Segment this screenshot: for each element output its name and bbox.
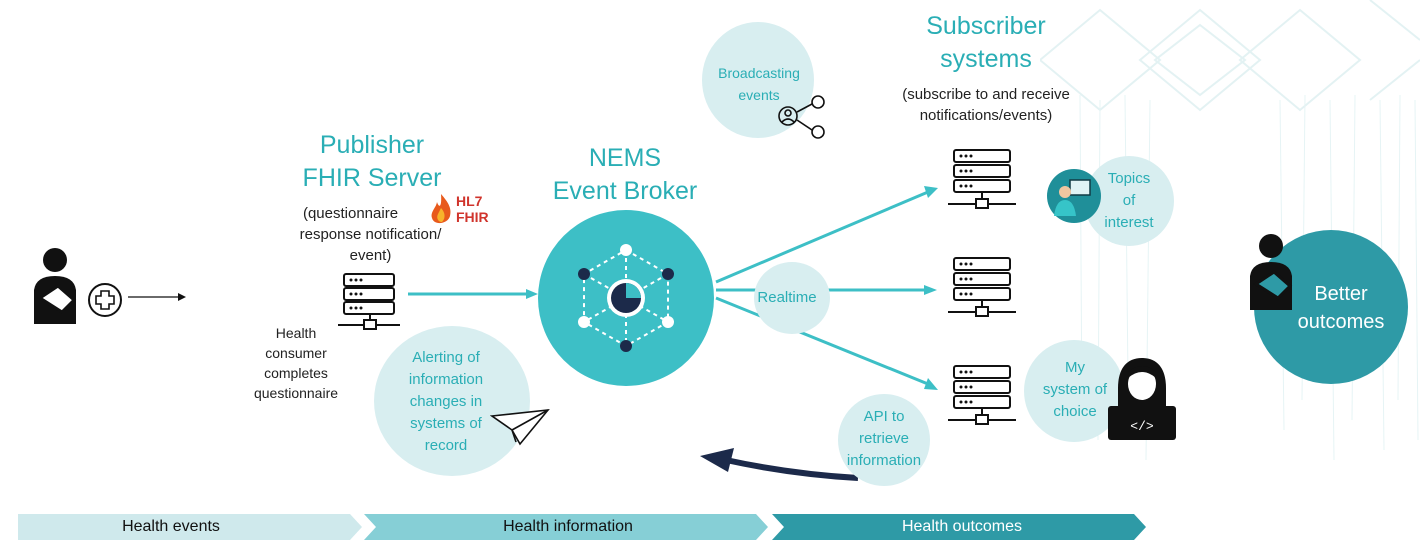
consumer-arrow bbox=[128, 293, 186, 301]
alerting-text: Alerting of information changes in syste… bbox=[408, 349, 484, 454]
broker-to-subscriber-1-arrow bbox=[715, 190, 929, 284]
broker-to-subscriber-3-arrow bbox=[715, 296, 929, 386]
flame-icon bbox=[431, 194, 451, 224]
api-bubble bbox=[838, 394, 930, 486]
broker-title: NEMS Event Broker bbox=[552, 144, 698, 205]
person-sling-icon bbox=[1250, 234, 1293, 310]
server-icon bbox=[338, 273, 400, 330]
broadcasting-bubble bbox=[702, 22, 814, 138]
code-brackets-icon: </> bbox=[1130, 419, 1154, 434]
publisher-description: (questionnaire response notification/ ev… bbox=[299, 205, 442, 264]
band-health-events bbox=[18, 514, 362, 540]
subscriber-title: Subscriber systems bbox=[926, 12, 1046, 73]
outcome-text: Better outcomes bbox=[1297, 283, 1385, 333]
system-choice-bubble bbox=[1024, 340, 1124, 442]
system-choice-text: My system of choice bbox=[1042, 359, 1108, 420]
broadcasting-text: Broadcasting events bbox=[718, 65, 800, 103]
server-icon bbox=[948, 257, 1016, 317]
paper-plane-icon bbox=[490, 408, 550, 446]
server-icon bbox=[948, 149, 1016, 209]
hl7-fhir-logo: HL7 FHIR bbox=[428, 190, 498, 230]
presenter-avatar-icon bbox=[1047, 169, 1101, 223]
band-label-information: Health information bbox=[503, 518, 633, 535]
publisher-title: Publisher FHIR Server bbox=[302, 131, 442, 192]
api-text: API to retrieve information bbox=[846, 408, 922, 469]
band-shapes bbox=[18, 514, 1146, 540]
alerting-bubble bbox=[374, 326, 530, 476]
consumer-caption: Health consumer completes questionnaire bbox=[253, 325, 339, 401]
medical-cross-icon bbox=[88, 283, 122, 317]
band-health-information bbox=[364, 514, 768, 540]
topics-text: Topics of interest bbox=[1104, 170, 1154, 231]
hub-network-icon bbox=[578, 244, 674, 352]
subscriber-description: (subscribe to and receive notifications/… bbox=[902, 86, 1070, 124]
band-label-events: Health events bbox=[122, 518, 220, 535]
realtime-text: Realtime bbox=[757, 289, 817, 306]
server-icon bbox=[948, 365, 1016, 425]
realtime-bubble bbox=[754, 262, 830, 334]
developer-icon: </> bbox=[1108, 358, 1176, 440]
person-sling-icon bbox=[34, 248, 77, 324]
api-return-arrow bbox=[725, 457, 859, 481]
share-icon bbox=[778, 95, 825, 139]
band-health-outcomes bbox=[772, 514, 1146, 540]
band-label-outcomes: Health outcomes bbox=[901, 518, 1023, 535]
